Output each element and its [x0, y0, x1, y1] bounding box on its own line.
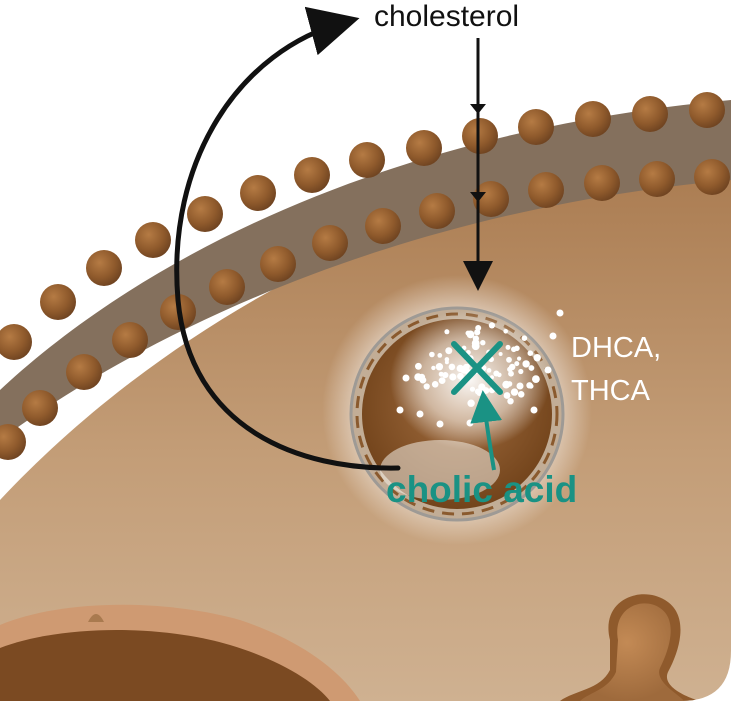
particle-dot [532, 375, 540, 383]
particle-dot [435, 363, 444, 371]
particle-dot [527, 350, 534, 357]
arrowhead-mid2 [470, 192, 486, 202]
cholic-acid-label: cholic acid [386, 469, 577, 510]
particle-dot [438, 377, 446, 384]
particle-dot [419, 376, 427, 384]
peroxisome-core-light [390, 310, 550, 450]
particle-dot [469, 386, 476, 392]
particle-dot [507, 398, 514, 405]
arrowhead-mid1 [470, 104, 486, 114]
particle-dot [488, 322, 495, 329]
particle-dot [466, 330, 475, 339]
particle-dot [503, 329, 509, 334]
particle-dot [506, 381, 513, 387]
particle-dot [436, 420, 444, 428]
particle-dot [486, 368, 492, 373]
feedback-arrow [174, 6, 401, 471]
particle-dot [461, 365, 470, 374]
particle-dot [444, 360, 449, 365]
inner-lipid-heads [0, 159, 730, 460]
particle-dot [415, 362, 422, 370]
particle-dot [423, 383, 430, 390]
particle-dot [505, 344, 511, 350]
particle-dot [481, 388, 487, 393]
particle-dot [444, 329, 450, 335]
particle-dot [533, 354, 541, 362]
particle-dot [518, 368, 524, 375]
particle-dot [437, 353, 443, 358]
particle-dot [429, 351, 435, 358]
nucleus [0, 604, 360, 701]
particle-dot [498, 352, 503, 356]
particle-dot [431, 381, 439, 388]
particle-dot [517, 391, 525, 398]
particle-dot [514, 361, 520, 367]
blocked-x [451, 341, 503, 395]
particle-dot [514, 345, 520, 352]
particle-dot [530, 406, 538, 414]
particle-dot [475, 325, 482, 331]
particle-dot [521, 335, 528, 342]
particle-dot [524, 361, 530, 367]
particle-dot [442, 372, 449, 379]
particle-dot [474, 388, 481, 395]
outer-lipid-heads [0, 92, 725, 360]
particle-dot [448, 363, 456, 371]
particle-dot [503, 392, 511, 399]
particle-dot [556, 309, 564, 317]
cholesterol-label: cholesterol [374, 0, 519, 33]
cholic-acid-arrow [470, 390, 503, 471]
particle-dot [544, 366, 552, 374]
particle-dot [516, 382, 524, 390]
particle-dot [528, 383, 534, 389]
particle-dot [416, 410, 424, 418]
particle-dot [517, 356, 522, 361]
particle-dot [449, 373, 457, 381]
particle-dot [445, 347, 453, 355]
particle-dot [508, 370, 514, 377]
particle-dot [549, 332, 557, 340]
particle-dot [402, 374, 410, 382]
particle-dot [506, 356, 512, 363]
particle-dot [467, 399, 475, 407]
particle-dot [480, 340, 486, 346]
particle-dot [528, 365, 535, 371]
particle-dot [466, 419, 474, 427]
dhca-label: DHCA, [571, 332, 661, 364]
particle-dot [444, 357, 450, 362]
thca-label: THCA [571, 375, 651, 407]
particle-dot [510, 388, 519, 396]
particle-dot [497, 372, 502, 378]
vesicle-blob [560, 594, 700, 701]
particle-dot [509, 363, 516, 371]
particle-dot [396, 406, 404, 414]
particle-dot [472, 335, 479, 342]
particle-dot [431, 365, 436, 371]
